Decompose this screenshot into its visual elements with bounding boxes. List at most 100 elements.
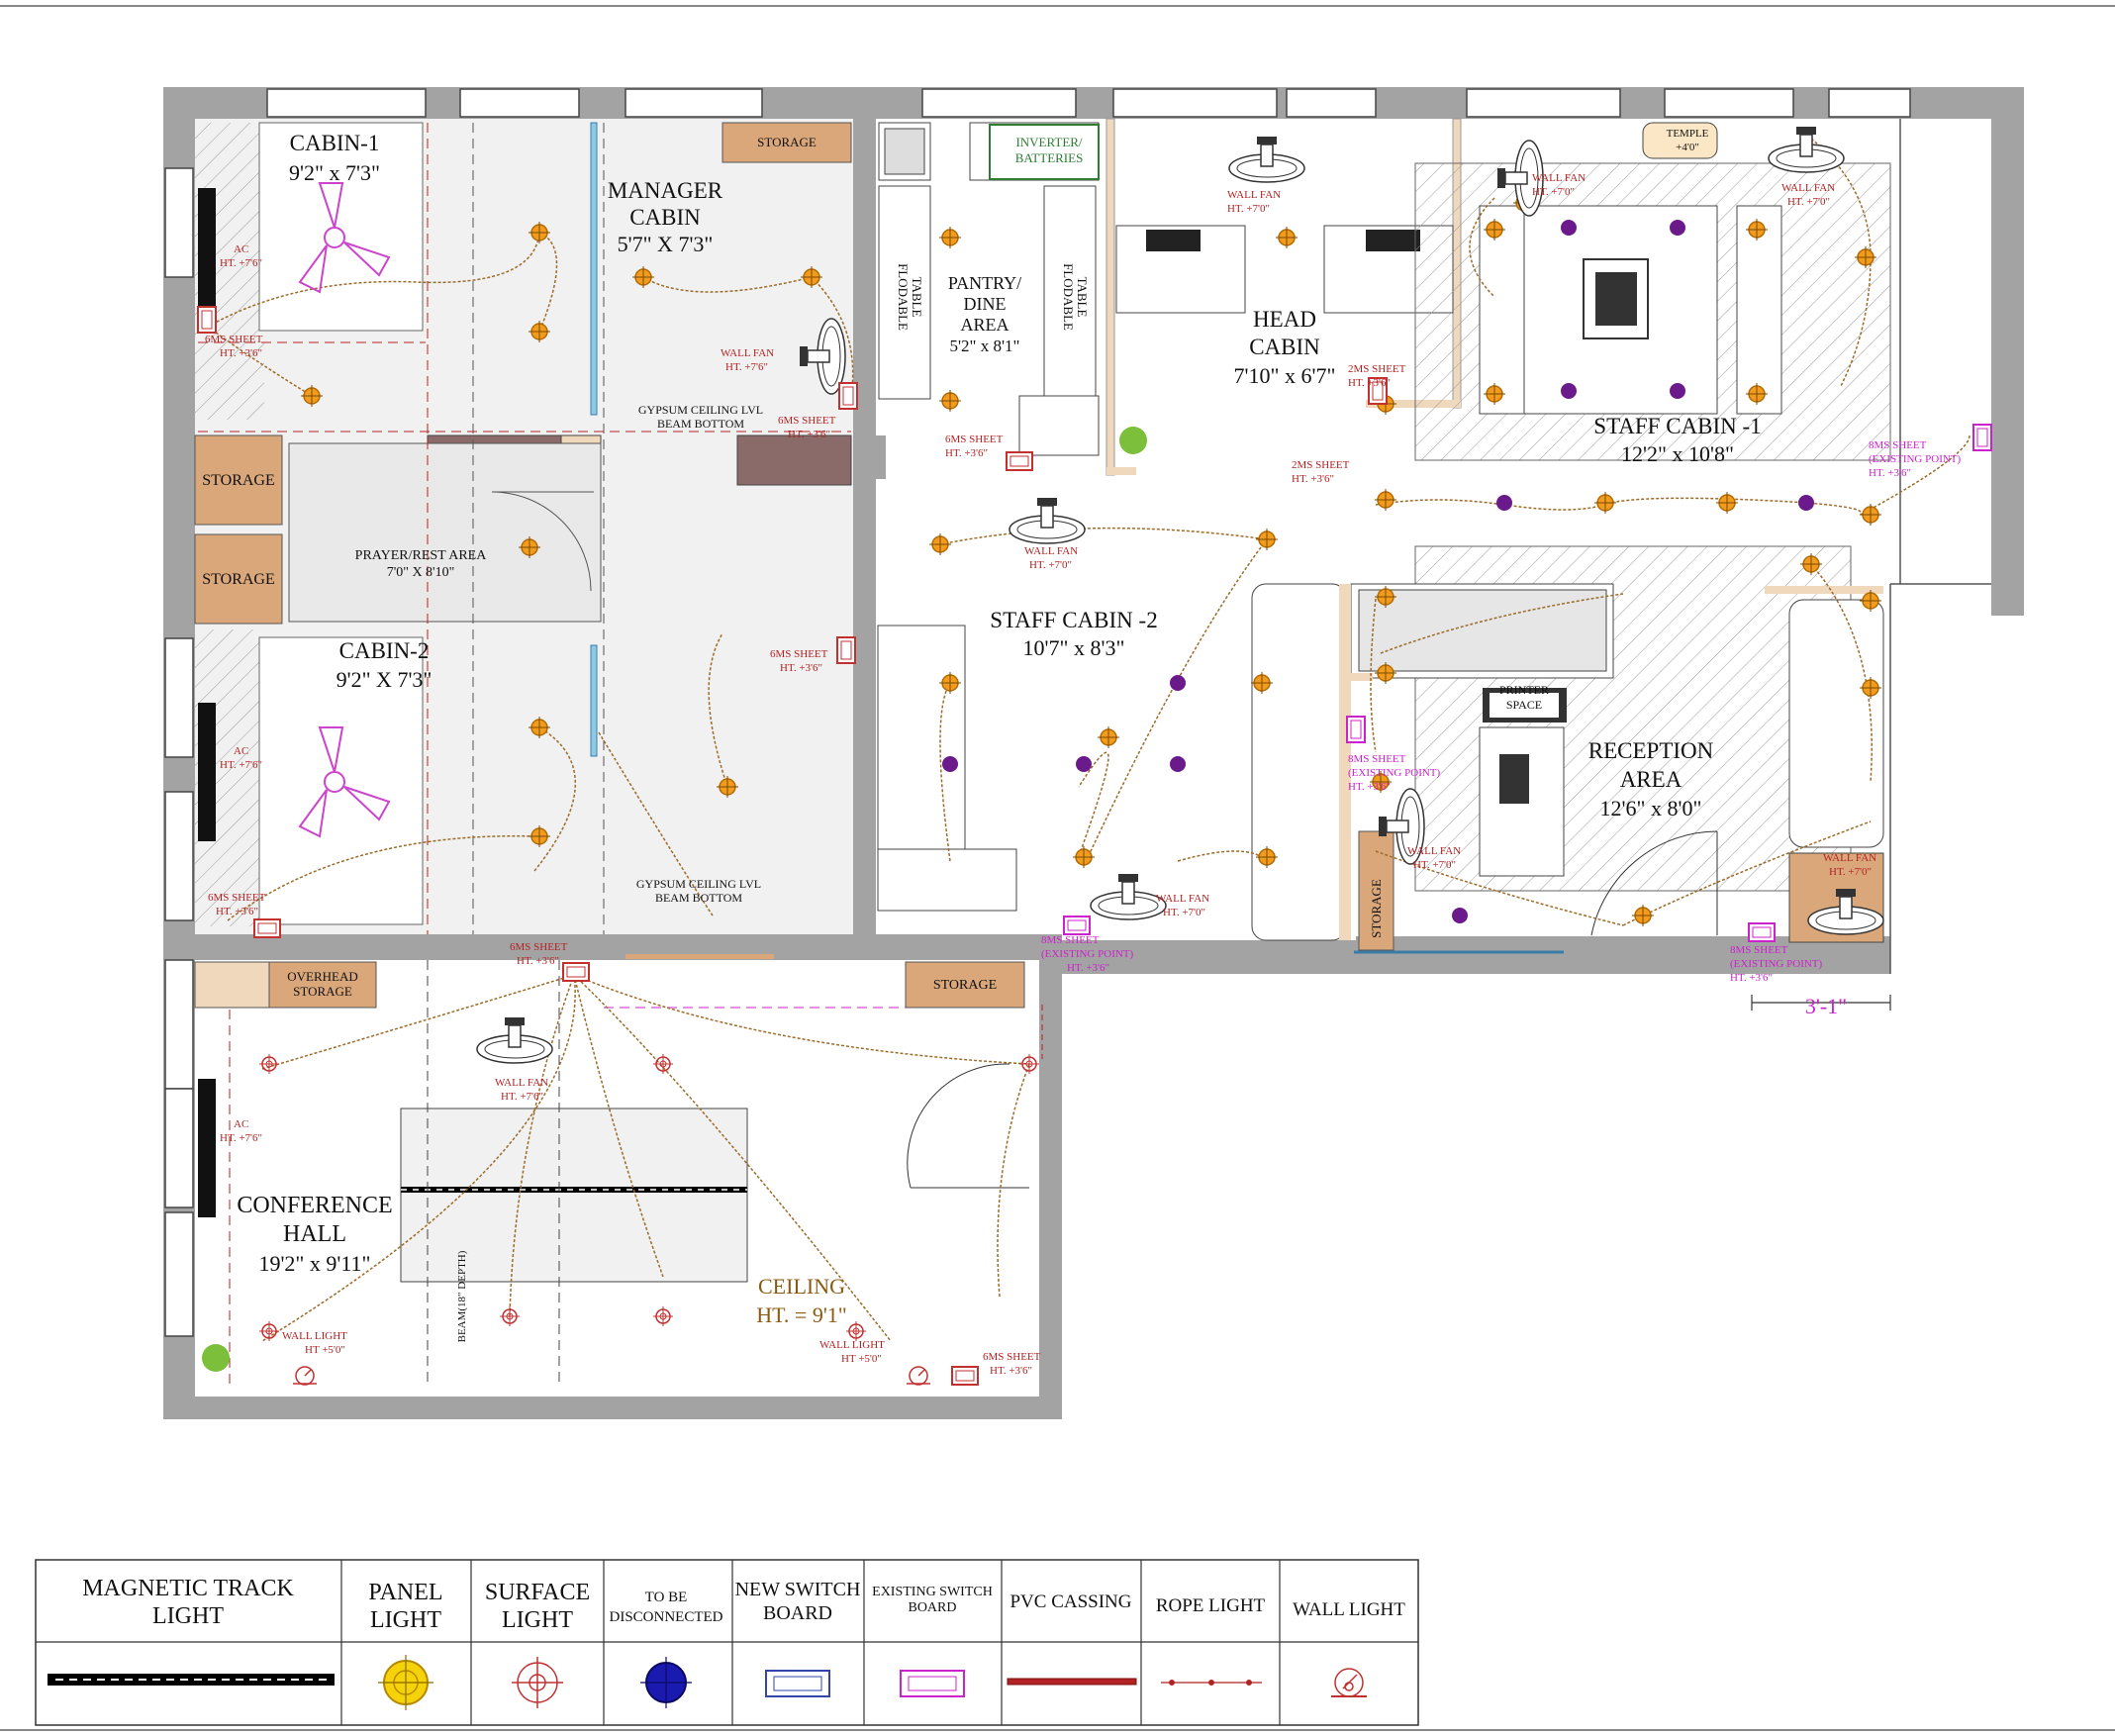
reception-name1: RECEPTION bbox=[1588, 738, 1714, 763]
head-dim: 7'10" x 6'7" bbox=[1234, 363, 1336, 388]
overhead-storage-1: OVERHEAD bbox=[287, 969, 358, 984]
inverter-label-2: BATTERIES bbox=[1015, 150, 1084, 165]
svg-text:(EXISTING POINT): (EXISTING POINT) bbox=[1730, 958, 1823, 970]
head-name2: CABIN bbox=[1249, 335, 1320, 359]
storage-label-4: STORAGE bbox=[933, 978, 997, 993]
svg-text:AC: AC bbox=[234, 243, 248, 255]
svg-text:WALL FAN: WALL FAN bbox=[1024, 545, 1078, 557]
dimension-line bbox=[1751, 995, 1891, 1011]
staff1-name: STAFF CABIN -1 bbox=[1593, 414, 1761, 438]
svg-text:(EXISTING POINT): (EXISTING POINT) bbox=[1041, 948, 1134, 960]
table-right: TABLE bbox=[1075, 277, 1090, 318]
conference-name2: HALL bbox=[283, 1221, 346, 1247]
manager-dim: 5'7" X 7'3" bbox=[618, 232, 714, 256]
svg-text:6MS SHEET: 6MS SHEET bbox=[510, 941, 568, 953]
svg-text:6MS SHEET: 6MS SHEET bbox=[208, 892, 266, 904]
svg-text:WALL FAN: WALL FAN bbox=[1227, 189, 1281, 201]
svg-text:6MS SHEET: 6MS SHEET bbox=[945, 434, 1004, 445]
svg-text:6MS SHEET: 6MS SHEET bbox=[205, 334, 263, 345]
temple-label: TEMPLE bbox=[1667, 128, 1709, 140]
svg-text:WALL FAN: WALL FAN bbox=[1532, 172, 1586, 184]
svg-text:WALL FAN: WALL FAN bbox=[721, 347, 774, 359]
svg-text:WALL FAN: WALL FAN bbox=[1407, 845, 1461, 857]
magnetic-track-icon bbox=[48, 1674, 335, 1686]
wall-lights bbox=[293, 1366, 930, 1386]
svg-text:WALL FAN: WALL FAN bbox=[1156, 893, 1209, 905]
wall-light-icon bbox=[1331, 1668, 1367, 1697]
svg-text:HT. +3'6": HT. +3'6" bbox=[517, 955, 559, 967]
svg-text:HT. +7'6": HT. +7'6" bbox=[725, 361, 768, 373]
legend-label-2a: PANEL bbox=[368, 1580, 442, 1605]
legend-label-3b: LIGHT bbox=[502, 1607, 573, 1633]
cabin2-name: CABIN-2 bbox=[339, 638, 430, 663]
legend-label-5b: BOARD bbox=[763, 1602, 832, 1624]
svg-text:(EXISTING POINT): (EXISTING POINT) bbox=[1348, 767, 1441, 779]
flodable-left: FLODABLE bbox=[896, 263, 911, 331]
surface-light-icon bbox=[512, 1657, 563, 1708]
room-labels: CABIN-1 9'2" x 7'3" MANAGER CABIN 5'7" X… bbox=[237, 131, 1761, 1276]
svg-text:HT. +7'0": HT. +7'0" bbox=[1829, 866, 1872, 878]
prayer-name: PRAYER/REST AREA bbox=[355, 548, 488, 563]
svg-text:WALL LIGHT: WALL LIGHT bbox=[819, 1339, 885, 1351]
interior-details bbox=[194, 118, 1891, 1386]
svg-text:HT. +3'6": HT. +3'6" bbox=[1292, 473, 1334, 485]
gypsum-label-2b: BEAM BOTTOM bbox=[655, 891, 742, 905]
inverter-label-1: INVERTER/ bbox=[1015, 135, 1082, 149]
svg-text:8MS SHEET: 8MS SHEET bbox=[1041, 934, 1100, 946]
ceiling-label-1: CEILING bbox=[758, 1274, 845, 1299]
svg-text:6MS SHEET: 6MS SHEET bbox=[770, 648, 828, 660]
svg-text:AC: AC bbox=[234, 1118, 248, 1130]
svg-text:HT. +7'0": HT. +7'0" bbox=[1029, 559, 1072, 571]
svg-text:HT. +7'0": HT. +7'0" bbox=[1413, 859, 1456, 871]
svg-text:HT +5'0": HT +5'0" bbox=[841, 1353, 882, 1365]
printer-label-1: PRINTER bbox=[1499, 683, 1549, 697]
svg-text:HT. +3'6": HT. +3'6" bbox=[788, 429, 830, 440]
svg-text:8MS SHEET: 8MS SHEET bbox=[1869, 439, 1927, 451]
svg-text:HT. +3'6": HT. +3'6" bbox=[220, 347, 262, 359]
gypsum-label-1a: GYPSUM CEILING LVL bbox=[638, 403, 763, 417]
ceiling-label-2: HT. = 9'1" bbox=[756, 1302, 847, 1327]
temple-height: +4'0" bbox=[1676, 142, 1699, 153]
pantry-name1: PANTRY/ bbox=[948, 273, 1021, 293]
svg-text:HT. +7'6": HT. +7'6" bbox=[220, 759, 262, 771]
existing-switch-board-icon bbox=[900, 1670, 965, 1697]
svg-text:HT. +3'6": HT. +3'6" bbox=[1067, 962, 1109, 974]
prayer-dim: 7'0" X 8'10" bbox=[387, 565, 455, 580]
storage-label-2: STORAGE bbox=[202, 472, 275, 489]
svg-text:HT. +3'6": HT. +3'6" bbox=[1348, 781, 1391, 793]
storage-label-1: STORAGE bbox=[757, 135, 817, 149]
legend-label-4b: DISCONNECTED bbox=[610, 1609, 723, 1625]
wiring-lines bbox=[207, 138, 1971, 1342]
svg-text:WALL FAN: WALL FAN bbox=[1823, 852, 1876, 864]
head-name1: HEAD bbox=[1253, 307, 1316, 332]
svg-text:(EXISTING POINT): (EXISTING POINT) bbox=[1869, 453, 1962, 465]
svg-text:WALL FAN: WALL FAN bbox=[1781, 182, 1835, 194]
svg-text:HT. +7'0": HT. +7'0" bbox=[1227, 203, 1270, 215]
legend-label-3a: SURFACE bbox=[485, 1580, 590, 1605]
svg-text:2MS SHEET: 2MS SHEET bbox=[1292, 459, 1350, 471]
svg-text:HT +5'0": HT +5'0" bbox=[305, 1344, 345, 1356]
pantry-name3: AREA bbox=[961, 315, 1009, 335]
dimension-label: 3'-1" bbox=[1805, 994, 1847, 1018]
svg-text:HT. +3'6": HT. +3'6" bbox=[216, 906, 258, 917]
legend-label-7: PVC CASSING bbox=[1009, 1591, 1131, 1612]
svg-text:HT. +7'6": HT. +7'6" bbox=[220, 1132, 262, 1144]
svg-text:HT. +7'6": HT. +7'6" bbox=[220, 257, 262, 269]
ceiling-fans bbox=[298, 182, 391, 838]
svg-text:6MS SHEET: 6MS SHEET bbox=[778, 415, 836, 427]
svg-text:HT. +7'0": HT. +7'0" bbox=[1163, 907, 1205, 918]
legend-label-5a: NEW SWITCH bbox=[735, 1579, 861, 1600]
pantry-dim: 5'2" x 8'1" bbox=[949, 337, 1019, 355]
svg-text:6MS SHEET: 6MS SHEET bbox=[983, 1351, 1041, 1363]
svg-text:WALL LIGHT: WALL LIGHT bbox=[282, 1330, 347, 1342]
svg-text:HT. +3'6": HT. +3'6" bbox=[990, 1365, 1032, 1377]
overhead-storage-2: STORAGE bbox=[293, 984, 352, 999]
svg-text:WALL FAN: WALL FAN bbox=[495, 1077, 548, 1089]
rope-light-icon bbox=[1161, 1680, 1262, 1686]
gypsum-label-2a: GYPSUM CEILING LVL bbox=[636, 877, 761, 891]
pantry-name2: DINE bbox=[964, 294, 1007, 314]
svg-text:2MS SHEET: 2MS SHEET bbox=[1348, 363, 1406, 375]
manager-name2: CABIN bbox=[629, 205, 701, 230]
cabin1-name: CABIN-1 bbox=[290, 131, 380, 155]
